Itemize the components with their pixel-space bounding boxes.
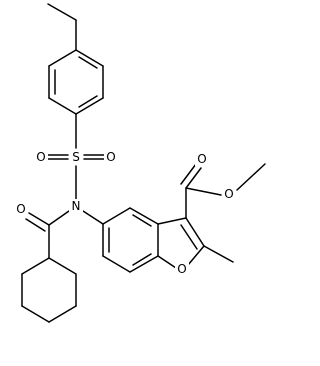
bond-layer (21, 3, 266, 323)
bond-benzofuran-inner-2 (132, 253, 152, 266)
bond-ester-co-b (180, 163, 197, 185)
atom-furan-oxygen: O (175, 262, 189, 276)
bond-furan-c3a-c3 (157, 217, 187, 225)
bond-cyclohexane-3 (48, 305, 77, 323)
bond-benzofuran-c7-c6 (102, 255, 131, 273)
atom-sulfonyl-oxygen-left: O (34, 150, 48, 164)
chemical-structure: S O O N O O O (14, 3, 266, 323)
atom-label-sulfonyl-oxygen-left: O (36, 150, 45, 164)
atom-sulfonyl-oxygen-right: O (104, 150, 118, 164)
bond-ester-co-a (185, 167, 202, 189)
atom-label-layer: S O O N O O O (14, 150, 236, 276)
atom-label-furan-oxygen: O (177, 262, 186, 276)
bond-benzofuran-inner-1 (132, 214, 152, 227)
atom-label-sulfonamide-nitrogen: N (72, 199, 81, 213)
bond-ethyl-ch3 (47, 3, 77, 21)
bond-cyclohexane-4 (21, 305, 50, 323)
atom-ester-carbonyl-oxygen: O (195, 152, 209, 166)
bond-benzofuran-c4-c3a (129, 207, 159, 225)
atom-label-ester-ether-oxygen: O (224, 187, 233, 201)
atom-label-sulfur: S (72, 150, 80, 164)
bond-amide-co-a (28, 212, 50, 226)
atom-label-amide-oxygen: O (16, 202, 25, 216)
bond-benzene-3 (75, 97, 104, 115)
bond-furan-methyl (203, 245, 234, 263)
bond-furan-c3-c2 (185, 217, 205, 247)
bond-ester-c-o (185, 187, 222, 196)
atom-label-ester-carbonyl-oxygen: O (197, 152, 206, 166)
bond-nitrogen-aryl (82, 210, 104, 225)
atom-ester-ether-oxygen: O (222, 187, 236, 201)
bond-benzene-1 (75, 49, 104, 67)
bond-cyclohexane-1 (48, 257, 77, 275)
bond-benzene-inner-1 (78, 56, 98, 69)
bond-benzofuran-c5-c4 (102, 207, 131, 225)
bond-benzofuran-c7a-c7 (129, 255, 159, 273)
bond-furan-c3-c2-inner (180, 224, 198, 250)
bond-furan-c2-o1 (187, 245, 205, 266)
bond-cyclohexane-6 (21, 257, 50, 275)
bond-benzene-6 (48, 49, 77, 67)
structure-canvas: S O O N O O O (14, 3, 266, 323)
atom-sulfur: S (69, 150, 83, 164)
bond-nitrogen-carbonyl (48, 210, 70, 226)
bond-benzene-4 (48, 97, 77, 115)
atom-sulfonamide-nitrogen: N (69, 199, 83, 213)
bond-ester-o-methyl (236, 163, 266, 191)
bond-furan-o1-c7a (157, 255, 177, 269)
atom-label-sulfonyl-oxygen-right: O (106, 150, 115, 164)
bond-benzene-inner-2 (78, 95, 98, 108)
atom-amide-oxygen: O (14, 202, 28, 216)
bond-amide-co-b (25, 218, 46, 232)
